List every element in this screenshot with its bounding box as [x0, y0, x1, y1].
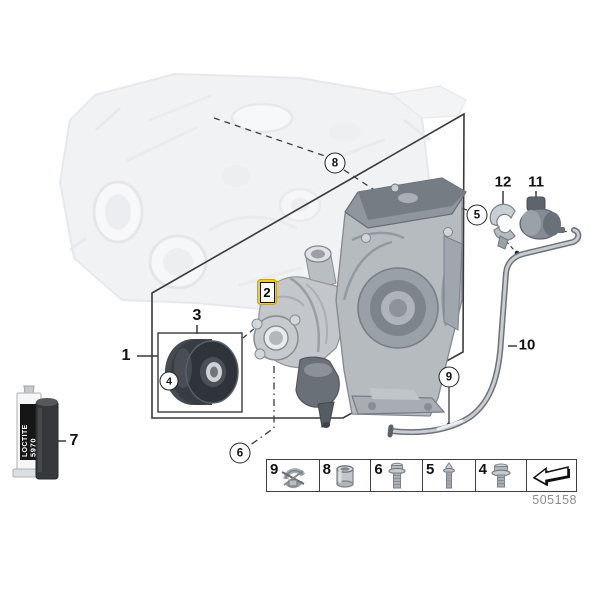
fastener-legend-strip: 9 8 6	[266, 459, 577, 492]
diagram-part-number: 505158	[532, 493, 577, 507]
legend-cell-9[interactable]: 9	[267, 460, 320, 491]
hose-clamp-icon	[281, 467, 305, 488]
legend-cell-8[interactable]: 8	[320, 460, 372, 491]
legend-label-8: 8	[322, 461, 331, 478]
callout-1[interactable]: 1	[121, 347, 131, 364]
engine-block-art: ,	[58, 72, 467, 314]
callout-10[interactable]: 10	[518, 336, 536, 354]
sealant-tube-art: LOCTITE 5970	[12, 385, 59, 480]
hex-flange-bolt-icon	[491, 463, 511, 487]
callout-6[interactable]: 6	[229, 442, 251, 464]
pipe-clamp-art	[489, 203, 516, 250]
page-back-arrow-icon	[532, 465, 570, 486]
callout-9[interactable]: 9	[438, 366, 460, 388]
legend-label-6: 6	[374, 461, 383, 478]
flange-bolt-icon	[388, 462, 406, 488]
legend-cell-arrow[interactable]	[527, 460, 576, 491]
sealant-brand-text: LOCTITE	[22, 424, 29, 457]
pulley-art	[165, 339, 239, 405]
callout-8[interactable]: 8	[324, 152, 346, 174]
callout-2-number: 2	[259, 281, 275, 303]
legend-cell-4[interactable]: 4	[476, 460, 528, 491]
legend-cell-6[interactable]: 6	[371, 460, 423, 491]
callout-2-highlighted[interactable]: 2	[257, 279, 277, 305]
coolant-housing-art	[335, 177, 467, 417]
callout-7[interactable]: 7	[69, 432, 79, 449]
stud-bolt-icon	[442, 461, 455, 488]
legend-label-5: 5	[426, 461, 435, 478]
callout-3[interactable]: 3	[192, 307, 202, 324]
water-pump-art	[251, 245, 344, 428]
sealant-code-text: 5970	[29, 438, 38, 457]
callout-11[interactable]: 11	[528, 173, 544, 191]
frame-outline	[151, 112, 465, 419]
pulley-box-outline	[157, 332, 243, 413]
legend-cell-5[interactable]: 5	[423, 460, 476, 491]
coolant-pipe-art	[387, 227, 582, 438]
callout-12[interactable]: 12	[494, 173, 512, 191]
callout-5[interactable]: 5	[466, 204, 488, 226]
callout-4[interactable]: 4	[159, 371, 179, 391]
legend-label-9: 9	[270, 461, 279, 478]
valve-art	[519, 196, 565, 240]
sleeve-bushing-icon	[336, 464, 354, 488]
legend-label-4: 4	[478, 461, 487, 478]
